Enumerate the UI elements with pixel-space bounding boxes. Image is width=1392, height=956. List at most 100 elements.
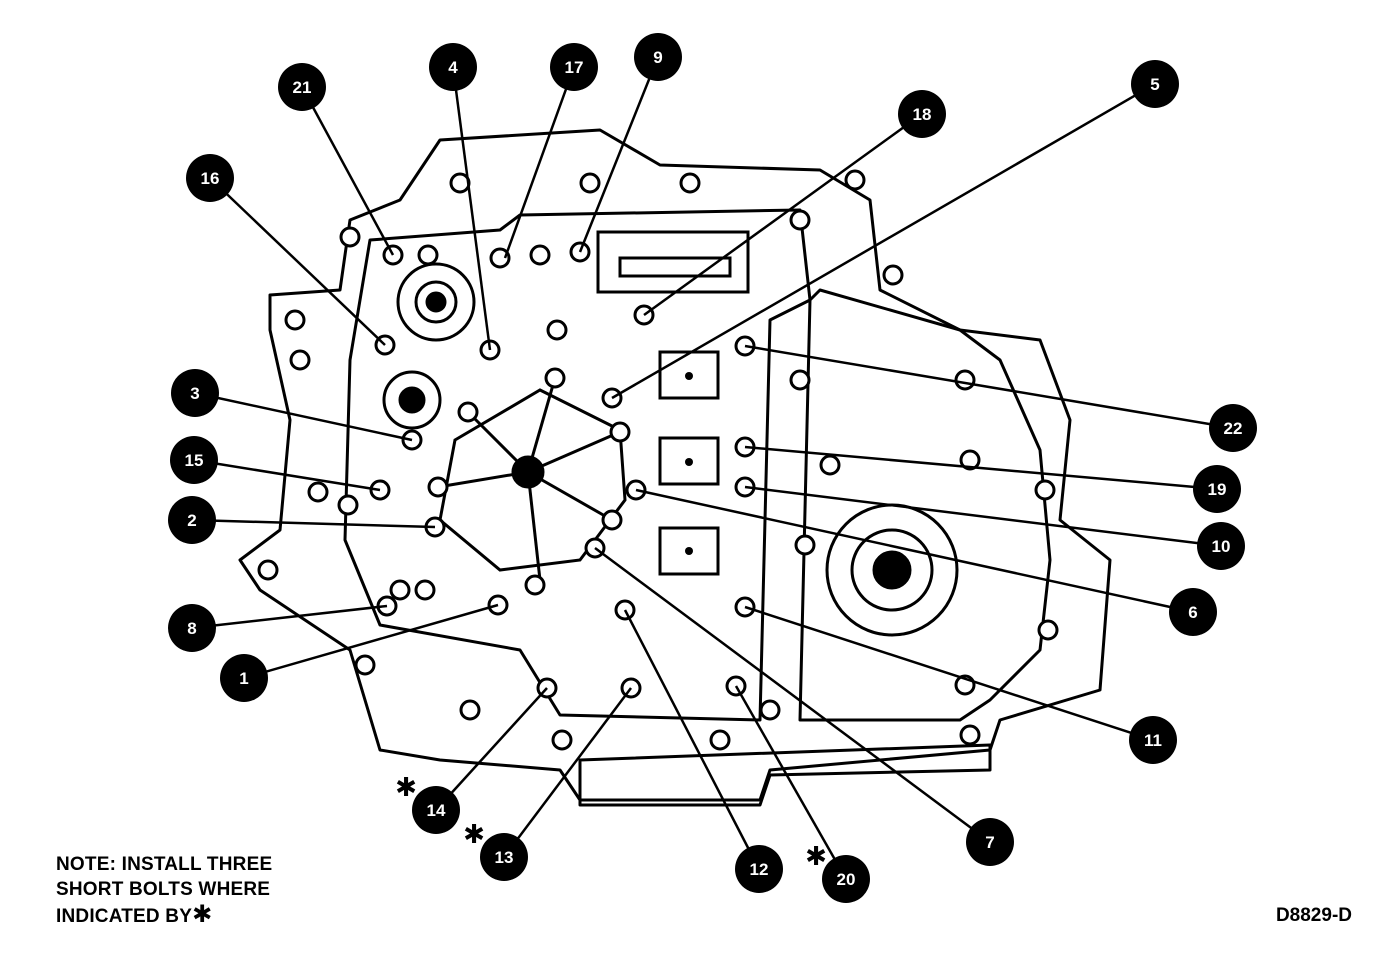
callout-label: 3 bbox=[190, 384, 199, 403]
callout-label: 6 bbox=[1188, 603, 1197, 622]
callout-circle bbox=[822, 855, 870, 903]
callout-circle bbox=[171, 369, 219, 417]
bolt-hole bbox=[579, 172, 601, 194]
leader-line-5 bbox=[611, 82, 1156, 400]
figure-id: D8829-D bbox=[1275, 905, 1352, 926]
callout-17: 17 bbox=[550, 43, 598, 91]
converter-housing bbox=[798, 288, 1052, 722]
bolt-hole bbox=[954, 369, 976, 391]
callout-20: 20 bbox=[822, 855, 870, 903]
callout-21: 21 bbox=[278, 63, 326, 111]
callout-circle bbox=[186, 154, 234, 202]
bolt-hole bbox=[844, 169, 866, 191]
callout-11: 11 bbox=[1129, 716, 1177, 764]
callout-13: 13 bbox=[480, 833, 528, 881]
callout-1: 1 bbox=[220, 654, 268, 702]
shift-solenoid-a bbox=[658, 350, 720, 400]
callout-10: 10 bbox=[1197, 522, 1245, 570]
bolt-hole bbox=[339, 226, 361, 248]
callout-label: 12 bbox=[750, 860, 769, 879]
callout-label: 5 bbox=[1150, 75, 1159, 94]
note-line-3-text: INDICATED BY bbox=[56, 906, 193, 927]
bolt-hole bbox=[959, 724, 981, 746]
bolt-hole bbox=[759, 699, 781, 721]
leader-line-17 bbox=[503, 66, 576, 259]
bolt-hole bbox=[489, 247, 511, 269]
callout-3: 3 bbox=[171, 369, 219, 417]
callout-label: 14 bbox=[427, 801, 446, 820]
bolt-hole bbox=[427, 476, 449, 498]
note-line-1: NOTE: INSTALL THREE bbox=[56, 854, 273, 875]
bolt-hole bbox=[414, 579, 436, 601]
callout-4: 4 bbox=[429, 43, 477, 91]
callout-12: 12 bbox=[735, 845, 783, 893]
bolt-hole bbox=[284, 309, 306, 331]
bolt-hole bbox=[354, 654, 376, 676]
callout-circle bbox=[170, 436, 218, 484]
bolt-hole bbox=[417, 244, 439, 266]
callout-6: 6 bbox=[1169, 588, 1217, 636]
bolt-hole bbox=[679, 172, 701, 194]
callout-19: 19 bbox=[1193, 465, 1241, 513]
accumulator-piston bbox=[396, 262, 476, 342]
callout-2: 2 bbox=[168, 496, 216, 544]
note-line-2: SHORT BOLTS WHERE bbox=[56, 879, 271, 900]
callout-label: 17 bbox=[565, 58, 584, 77]
callout-label: 8 bbox=[187, 619, 196, 638]
leader-line-1 bbox=[243, 603, 499, 680]
callout-circle bbox=[168, 496, 216, 544]
callout-circle bbox=[1131, 60, 1179, 108]
leader-line-2 bbox=[191, 518, 436, 529]
leader-line-9 bbox=[578, 56, 660, 253]
callout-circle bbox=[966, 818, 1014, 866]
bolt-hole bbox=[819, 454, 841, 476]
bolt-hole bbox=[389, 579, 411, 601]
callout-16: 16 bbox=[186, 154, 234, 202]
callout-label: 15 bbox=[185, 451, 204, 470]
callout-9: 9 bbox=[634, 33, 682, 81]
shift-solenoid-b bbox=[658, 436, 720, 486]
bolt-hole bbox=[457, 401, 479, 423]
valve-body-plate bbox=[343, 208, 812, 722]
callout-8: 8 bbox=[168, 604, 216, 652]
callout-circle bbox=[412, 786, 460, 834]
bolt-hole bbox=[524, 574, 546, 596]
callout-label: 2 bbox=[187, 511, 196, 530]
callout-circle bbox=[480, 833, 528, 881]
asterisk-icon: ✱ bbox=[192, 900, 213, 928]
leader-line-21 bbox=[300, 86, 395, 256]
bolt-hole bbox=[551, 729, 573, 751]
callout-circle bbox=[1193, 465, 1241, 513]
bolt-hole bbox=[544, 367, 566, 389]
install-note: NOTE: INSTALL THREE SHORT BOLTS WHERE IN… bbox=[56, 852, 272, 929]
callout-7: 7 bbox=[966, 818, 1014, 866]
callout-circle bbox=[1169, 588, 1217, 636]
callout-circle bbox=[1129, 716, 1177, 764]
asterisk-icon: ✱ bbox=[395, 773, 417, 803]
callout-label: 1 bbox=[239, 669, 248, 688]
bolt-hole bbox=[307, 481, 329, 503]
callout-18: 18 bbox=[898, 90, 946, 138]
callout-label: 7 bbox=[985, 833, 994, 852]
callout-circle bbox=[168, 604, 216, 652]
bolt-hole bbox=[882, 264, 904, 286]
callout-5: 5 bbox=[1131, 60, 1179, 108]
shift-solenoid-c bbox=[658, 526, 720, 576]
callout-circle bbox=[1209, 404, 1257, 452]
callout-label: 22 bbox=[1224, 419, 1243, 438]
bolt-hole bbox=[609, 421, 631, 443]
leader-line-13 bbox=[503, 687, 632, 858]
bolt-hole bbox=[546, 319, 568, 341]
bolt-hole bbox=[459, 699, 481, 721]
leader-line-11 bbox=[744, 605, 1154, 742]
callout-15: 15 bbox=[170, 436, 218, 484]
callout-label: 19 bbox=[1208, 480, 1227, 499]
bolt-hole bbox=[1034, 479, 1056, 501]
callout-circle bbox=[550, 43, 598, 91]
callout-circle bbox=[634, 33, 682, 81]
bolt-hole bbox=[789, 369, 811, 391]
leader-line-20 bbox=[734, 685, 848, 880]
spoked-plate bbox=[438, 388, 627, 572]
